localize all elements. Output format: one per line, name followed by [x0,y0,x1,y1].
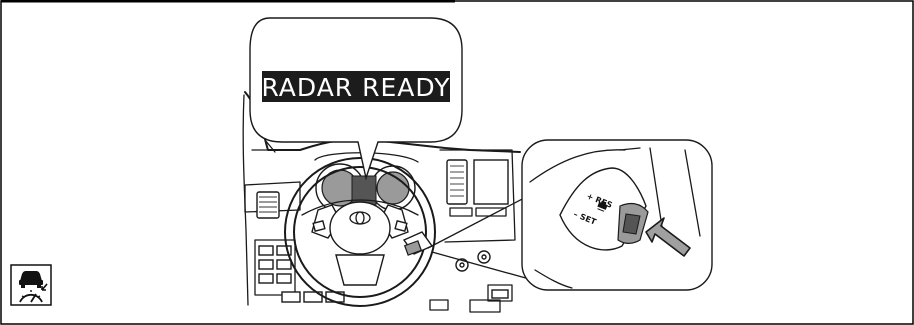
radar-cruise-control-icon [11,265,51,305]
navigation-screen [474,160,508,204]
lower-switch-panel [255,240,344,302]
left-air-vent [257,192,279,218]
center-stack [430,150,515,312]
display-callout: RADAR READY [250,18,462,178]
cruise-control-lever [404,232,432,255]
center-air-vent [447,160,467,204]
multi-information-display [352,176,376,206]
radar-ready-message: RADAR READY [261,73,450,102]
stalk-detail-callout: + RES – SET [428,140,712,290]
